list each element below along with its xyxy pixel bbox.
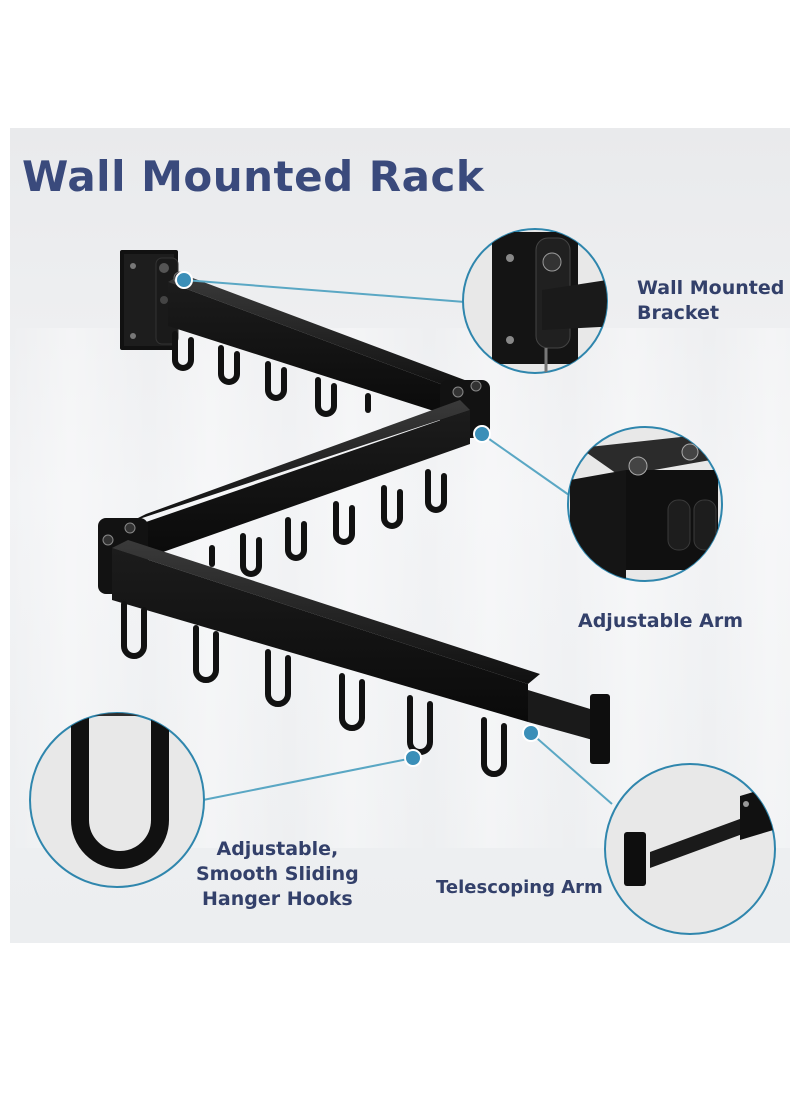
leader-dots — [175, 271, 540, 767]
callout-hooks-line1: Adjustable, — [216, 838, 339, 860]
callout-label-hooks: Adjustable, Smooth Sliding Hanger Hooks — [196, 837, 359, 912]
page-title: Wall Mounted Rack — [22, 152, 485, 201]
wall-plate — [120, 250, 179, 350]
detail-circle-bracket — [462, 228, 608, 374]
callout-hooks-line3: Hanger Hooks — [202, 888, 353, 910]
arm-segment-3 — [112, 540, 540, 722]
arm-segment-2 — [130, 400, 470, 558]
callout-bracket-line1: Wall Mounted — [637, 277, 785, 299]
callout-label-bracket: Wall Mounted Bracket — [637, 276, 784, 326]
callout-bracket-line2: Bracket — [637, 302, 720, 324]
hanger-hooks — [121, 331, 507, 777]
detail-circle-arm — [567, 426, 723, 582]
callout-label-adjustable-arm: Adjustable Arm — [578, 610, 744, 632]
detail-circle-telescoping — [604, 763, 776, 935]
callout-label-telescoping: Telescoping Arm — [436, 877, 603, 898]
leader-lines — [183, 279, 613, 805]
callout-hooks-line2: Smooth Sliding — [196, 863, 359, 885]
telescoping-extension — [528, 690, 610, 764]
detail-circle-hook — [29, 712, 205, 888]
